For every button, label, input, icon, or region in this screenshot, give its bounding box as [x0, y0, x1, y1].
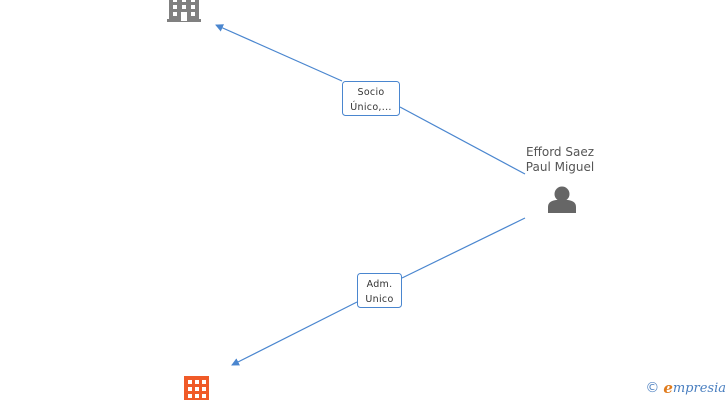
- company-node-top[interactable]: [167, 0, 201, 22]
- brand-initial: e: [663, 379, 673, 397]
- person-name-line2: Paul Miguel: [526, 160, 594, 174]
- person-icon: [548, 186, 576, 213]
- edge-label-line2: Unico: [365, 294, 393, 305]
- edge-label-box-socio-unico: [342, 81, 400, 116]
- edge-line-adm-unico: [401, 217, 526, 279]
- edge-label-line2: Único,...: [350, 101, 391, 113]
- edge-line-socio-unico-arrow: [215, 24, 343, 82]
- brand-name: mpresia: [672, 380, 726, 396]
- company-node-bottom[interactable]: [184, 376, 209, 400]
- edge-line-socio-unico: [399, 106, 526, 175]
- edge-adm-unico[interactable]: Adm. Unico: [231, 217, 526, 366]
- edge-label-line1: Adm.: [367, 279, 393, 290]
- copyright-symbol: ©: [645, 380, 660, 396]
- edge-label-box-adm-unico: [357, 273, 402, 308]
- person-name-line1: Efford Saez: [526, 145, 594, 159]
- edge-label-line1: Socio: [357, 87, 384, 98]
- edge-line-adm-unico-arrow: [231, 301, 358, 366]
- building-icon: [184, 376, 209, 400]
- edge-socio-unico[interactable]: Socio Único,...: [215, 24, 526, 175]
- building-icon: [167, 0, 201, 22]
- person-node[interactable]: Efford Saez Paul Miguel: [526, 145, 594, 213]
- empresia-watermark: © e mpresia: [645, 379, 726, 397]
